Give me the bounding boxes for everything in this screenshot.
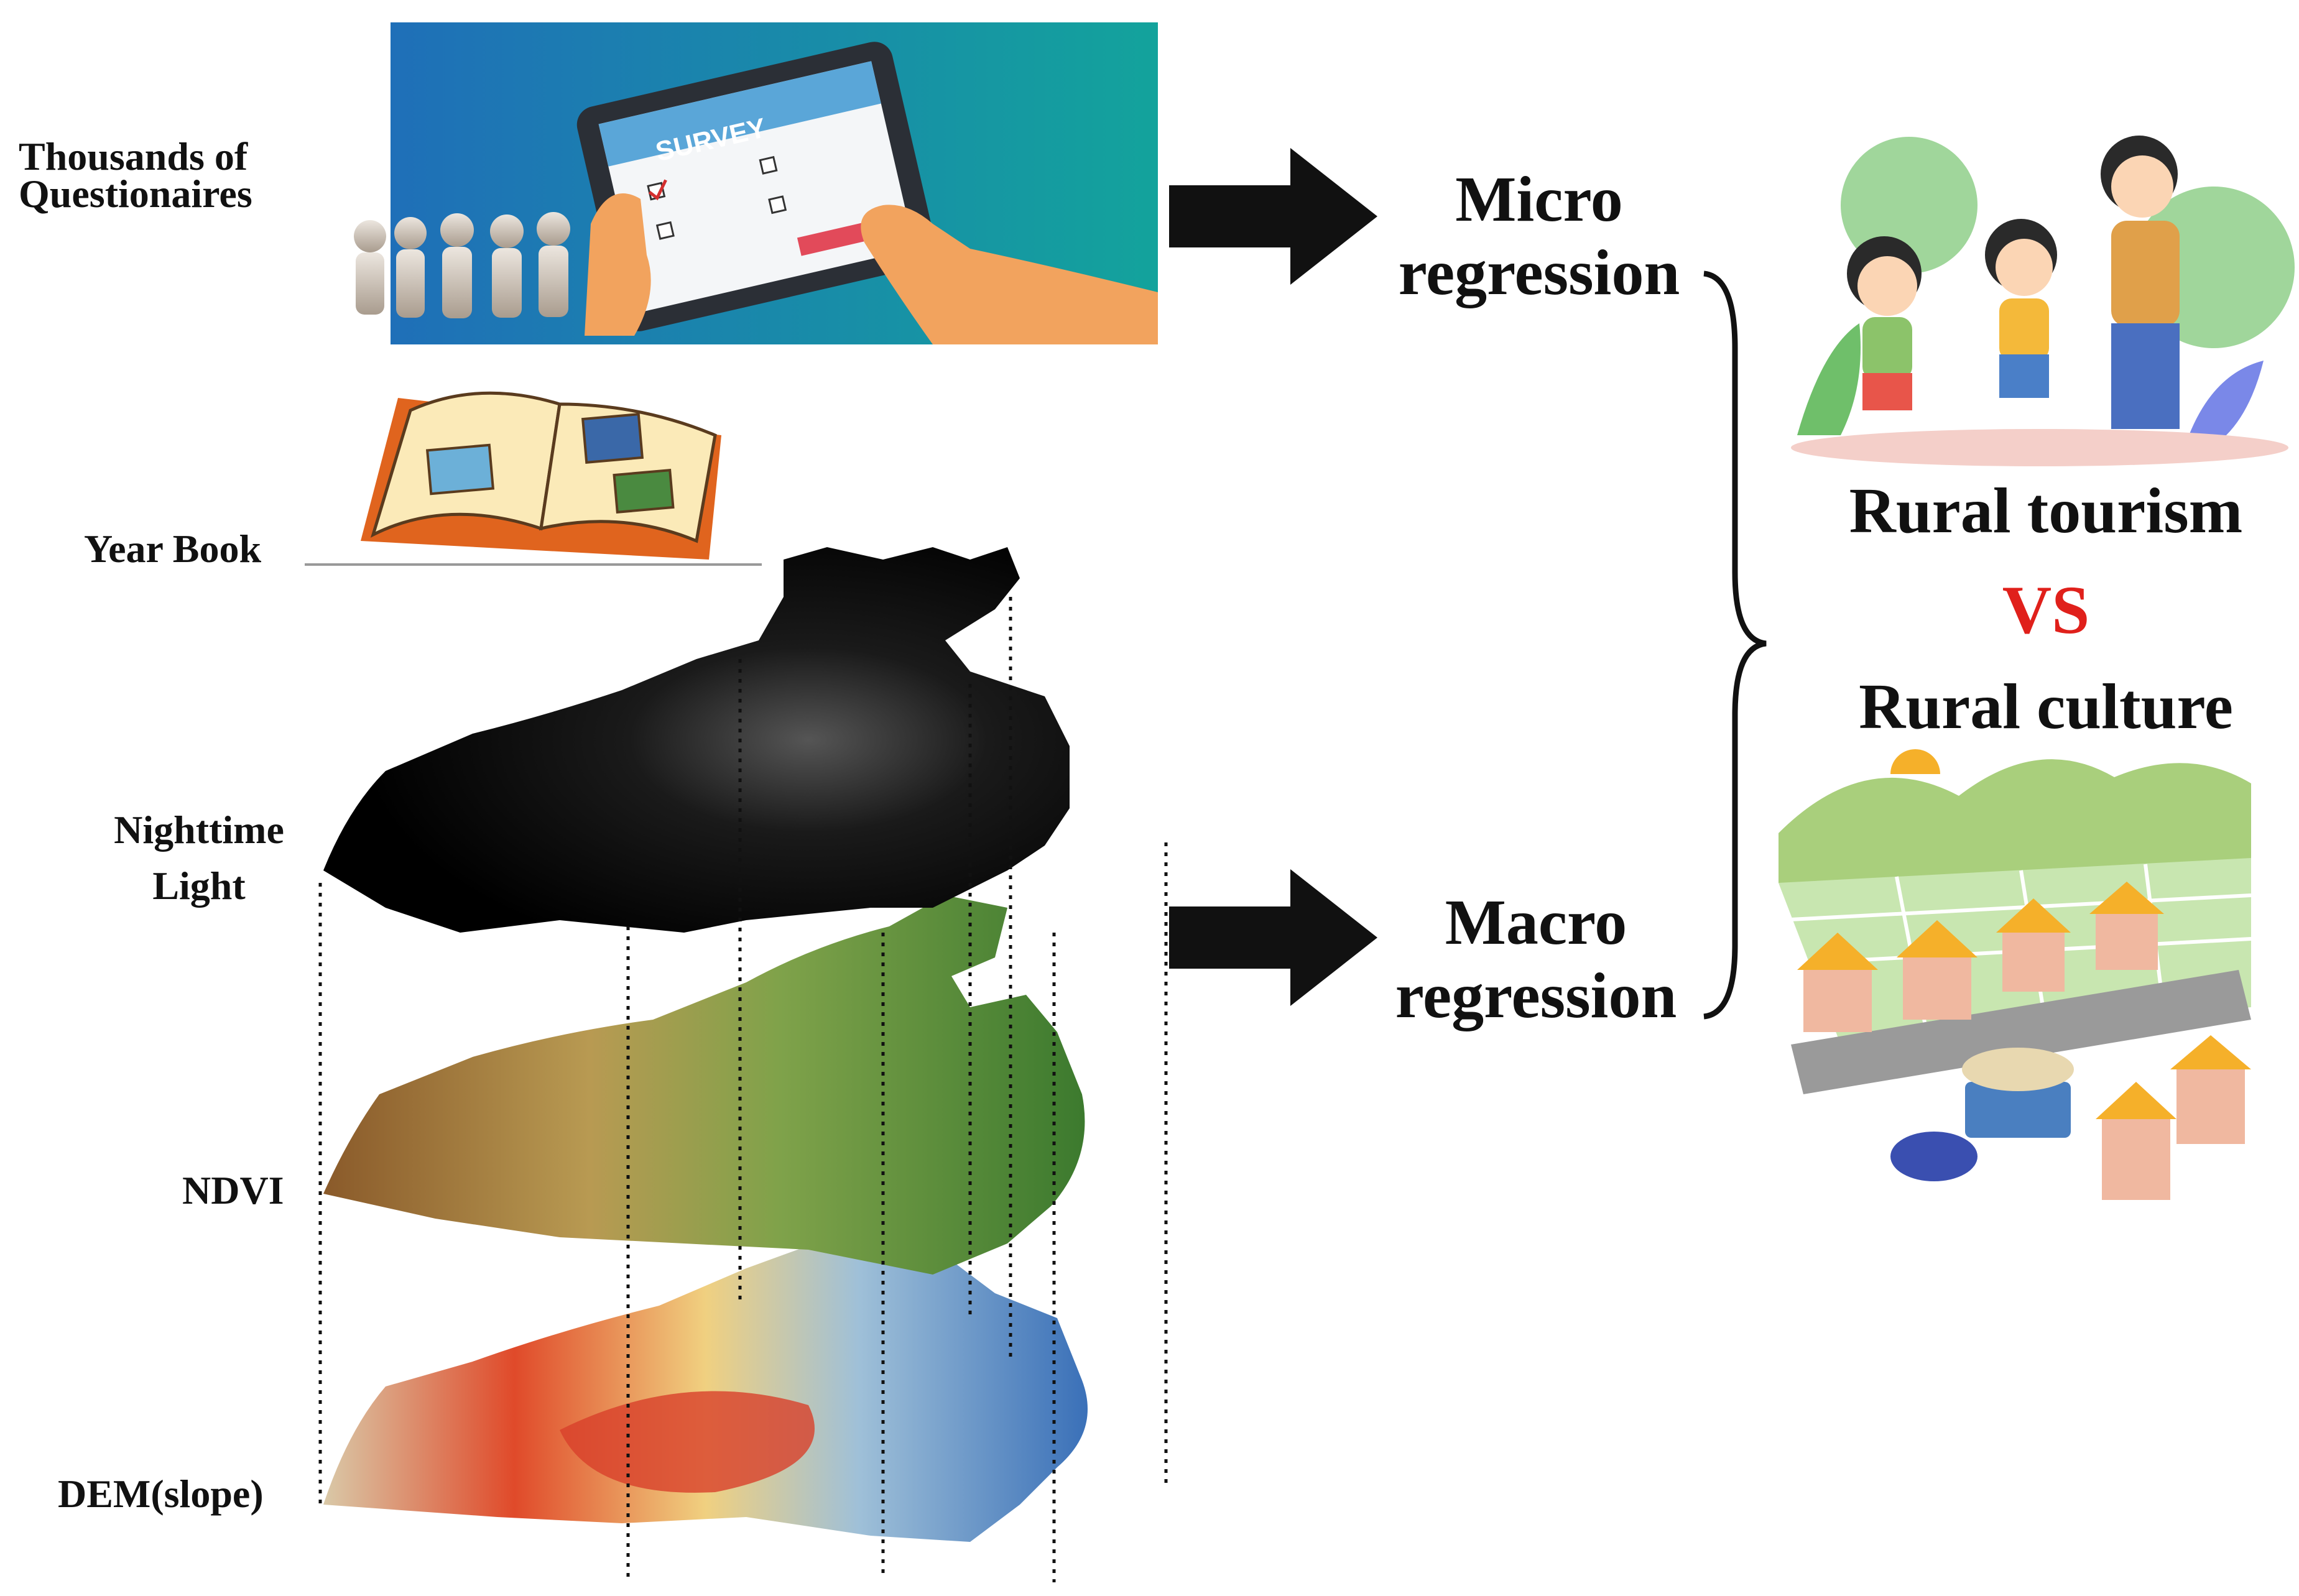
vs-label: VS bbox=[2002, 572, 2090, 648]
rural-culture-label: Rural culture bbox=[1859, 671, 2233, 742]
people-figures bbox=[354, 212, 570, 318]
dotted-guide-lines bbox=[318, 597, 1168, 1582]
micro-regression-label: Micro regression bbox=[1365, 163, 1713, 310]
dem-map bbox=[323, 1181, 1088, 1542]
micro-line2: regression bbox=[1398, 237, 1680, 308]
macro-line2: regression bbox=[1395, 960, 1677, 1031]
macro-line1: Macro bbox=[1445, 887, 1627, 958]
rural-tourism-label: Rural tourism bbox=[1849, 475, 2243, 547]
arrow-to-macro-icon bbox=[1169, 869, 1377, 1006]
houses bbox=[1797, 882, 2251, 1200]
nighttime-light-map bbox=[323, 547, 1070, 933]
ndvi-map bbox=[323, 895, 1085, 1275]
micro-line1: Micro bbox=[1455, 164, 1623, 235]
dem-slope-label: DEM(slope) bbox=[58, 1472, 264, 1516]
ndvi-label: NDVI bbox=[182, 1168, 284, 1212]
nighttime-light-label: Nighttime Light bbox=[96, 802, 302, 914]
yearbook-label: Year Book bbox=[84, 527, 262, 571]
arrow-to-micro-icon bbox=[1169, 148, 1377, 285]
macro-regression-label: Macro regression bbox=[1362, 886, 1710, 1033]
nighttime-light-label-line1: Nighttime bbox=[114, 808, 284, 852]
tablet-device bbox=[576, 42, 937, 331]
nighttime-light-label-line2: Light bbox=[152, 864, 246, 908]
curly-brace-icon bbox=[1703, 270, 1767, 1020]
questionnaires-label: Thousands of Questionaires bbox=[19, 134, 252, 216]
